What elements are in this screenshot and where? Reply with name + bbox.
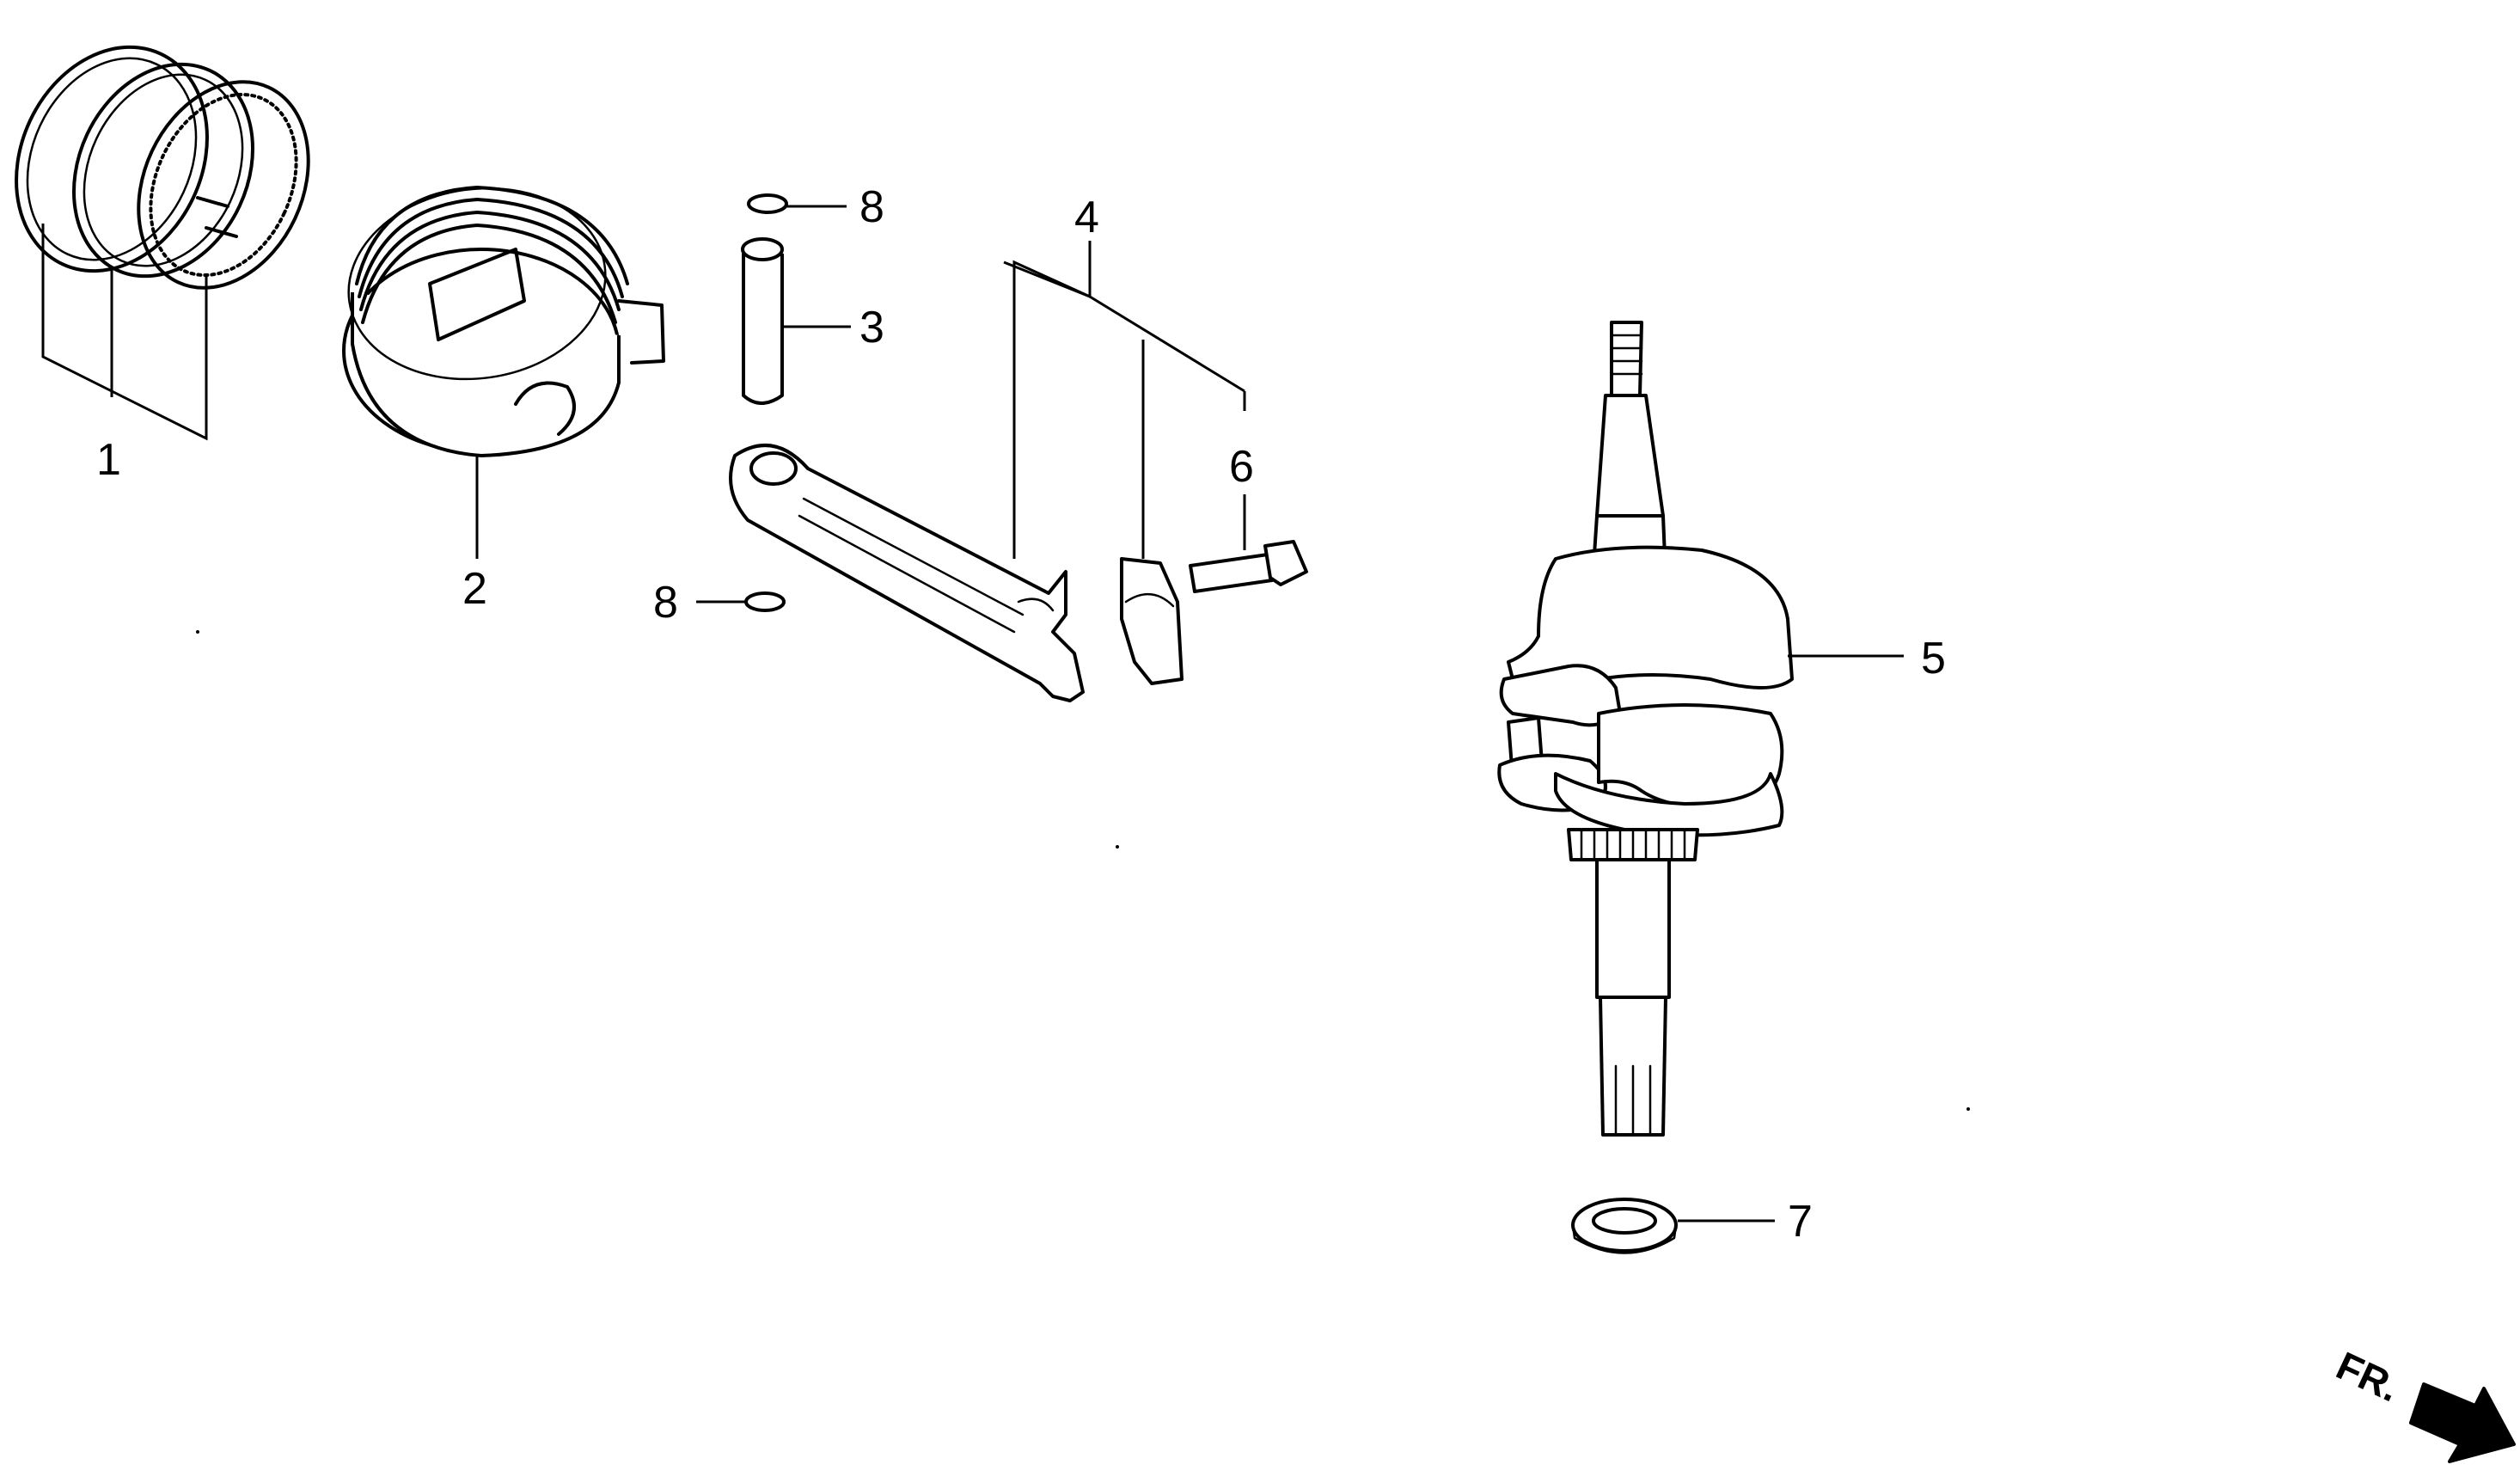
crankshaft: 5 xyxy=(1497,321,1946,1137)
rod-bolt: 6 xyxy=(1189,391,1308,593)
piston-ring-set: 1 xyxy=(15,45,310,485)
piston: 2 xyxy=(342,186,665,614)
ring-oil xyxy=(137,80,310,290)
callout-4: 4 xyxy=(1074,193,1099,242)
callout-1: 1 xyxy=(96,435,121,485)
connecting-rod: 4 xyxy=(729,193,1245,702)
leader-1 xyxy=(41,224,208,441)
pin-clip-bottom: 8 xyxy=(653,578,786,628)
pin-clip-top: 8 xyxy=(747,182,884,232)
ring-top xyxy=(15,45,209,273)
callout-6: 6 xyxy=(1229,442,1254,492)
leader-4 xyxy=(1012,260,1245,559)
ring-second xyxy=(72,62,254,279)
callout-8-top: 8 xyxy=(859,182,884,232)
front-arrow-icon xyxy=(2409,1382,2516,1463)
callout-3: 3 xyxy=(859,303,884,352)
front-label: FR. xyxy=(2330,1343,2407,1410)
washer: 7 xyxy=(1571,1197,1813,1254)
callout-5: 5 xyxy=(1921,634,1946,683)
callout-2: 2 xyxy=(462,564,487,614)
callout-7: 7 xyxy=(1788,1197,1813,1247)
front-direction-indicator: FR. xyxy=(2330,1343,2516,1463)
rod-cap xyxy=(1120,557,1184,685)
callout-8-bottom: 8 xyxy=(653,578,678,628)
piston-pin: 3 xyxy=(741,237,884,405)
